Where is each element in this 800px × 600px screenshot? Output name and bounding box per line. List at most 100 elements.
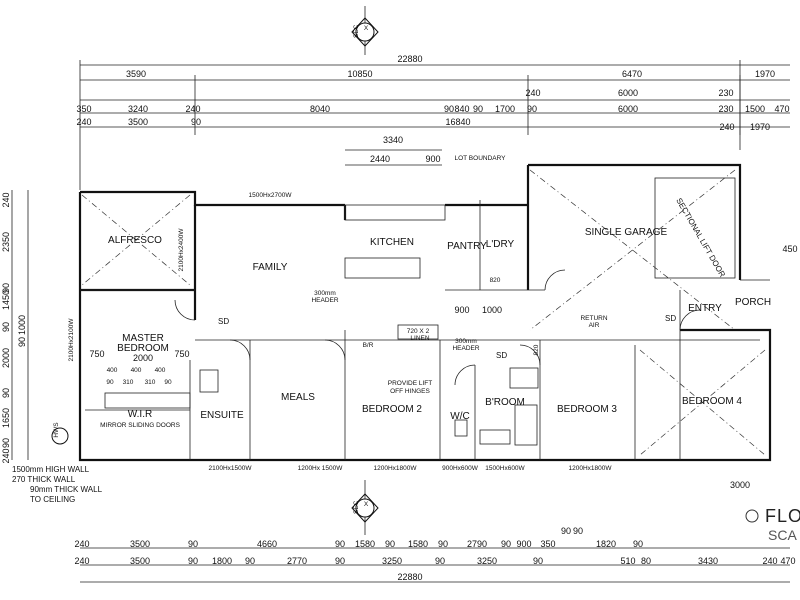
linen-cupboard bbox=[397, 324, 439, 340]
dim-r4-2: 3240 bbox=[128, 104, 148, 114]
dim-b2-15: 240 bbox=[762, 556, 777, 566]
window-bottom-1: 2100Hx1500W bbox=[209, 465, 253, 472]
bath bbox=[514, 404, 538, 446]
dim-b2-3: 90 bbox=[188, 556, 198, 566]
dim-top-1: 3590 bbox=[126, 69, 146, 79]
window-bottom-3: 900Hx600W bbox=[442, 465, 479, 472]
room-entry: ENTRY bbox=[688, 303, 722, 314]
window-side-1: 2100Hx2400W bbox=[178, 228, 185, 272]
dim-b1-2: 3500 bbox=[130, 539, 150, 549]
window-bottom-4: 1500Hx600W bbox=[485, 465, 525, 472]
dim-b2-13: 80 bbox=[641, 556, 651, 566]
room-ensuite: ENSUITE bbox=[200, 410, 244, 421]
title-line1: FLO bbox=[765, 506, 800, 526]
section-code: SEC bbox=[353, 24, 360, 38]
dim-r4-10: 6000 bbox=[618, 104, 638, 114]
dim-b2-5: 90 bbox=[245, 556, 255, 566]
dim-b2-7: 90 bbox=[335, 556, 345, 566]
dim-r4-13: 470 bbox=[774, 104, 789, 114]
section-code-bottom: SEC bbox=[353, 500, 360, 514]
dim-820-a: 820 bbox=[490, 277, 501, 284]
left-dimensions: 240 2350 90 1450 90 1000 90 2000 90 1650… bbox=[1, 190, 29, 464]
dim-r4-6: 840 bbox=[454, 104, 469, 114]
dim-left-3: 90 bbox=[1, 283, 11, 293]
dim-310-1: 90 bbox=[106, 379, 114, 386]
dim-b1-13: 350 bbox=[540, 539, 555, 549]
room-broom: B'ROOM bbox=[485, 397, 525, 408]
shower bbox=[509, 367, 539, 389]
dim-b2-1: 240 bbox=[74, 556, 89, 566]
dim-b1-11: 90 bbox=[501, 539, 511, 549]
dim-b0-1: 90 bbox=[561, 526, 571, 536]
dim-r5-6: 1970 bbox=[750, 122, 770, 132]
dim-left-1: 240 bbox=[1, 192, 11, 207]
dim-1000: 1000 bbox=[482, 305, 502, 315]
window-side-2: 2100Hx2100W bbox=[68, 318, 75, 362]
dim-top-2: 10850 bbox=[347, 69, 372, 79]
dim-900: 900 bbox=[454, 305, 469, 315]
dim-b2-8: 3250 bbox=[382, 556, 402, 566]
window-bottom-5: 1200Hx1800W bbox=[569, 465, 613, 472]
room-family: FAMILY bbox=[253, 262, 288, 273]
bottom-dimensions: 90 90 240 3500 90 4660 90 1580 90 1580 9… bbox=[74, 526, 796, 583]
section-letter: X bbox=[364, 25, 369, 32]
dim-b0-2: 90 bbox=[573, 526, 583, 536]
kitchen-island bbox=[344, 257, 421, 279]
top-dimensions: 22880 3590 10850 6470 1970 240 6000 230 … bbox=[76, 54, 790, 190]
dim-750-a: 750 bbox=[89, 349, 104, 359]
dim-b2-2: 3500 bbox=[130, 556, 150, 566]
dim-b2-16: 470 bbox=[780, 556, 795, 566]
dim-b1-4: 4660 bbox=[257, 539, 277, 549]
sd-label-3: SD bbox=[665, 314, 676, 323]
kitchen-bench bbox=[344, 204, 446, 221]
sd-label-2: SD bbox=[496, 351, 507, 360]
dim-400-3: 400 bbox=[155, 367, 166, 374]
dim-left-11: 90 bbox=[1, 438, 11, 448]
dim-310-4: 90 bbox=[164, 379, 172, 386]
dim-450: 450 bbox=[782, 244, 797, 254]
mirror-label: MIRROR SLIDING DOORS bbox=[100, 422, 180, 429]
dim-kitchen-1: 3340 bbox=[383, 135, 403, 145]
sectional-door-label: SECTIONAL LIFT DOOR bbox=[674, 197, 727, 279]
dim-r4-1: 350 bbox=[76, 104, 91, 114]
dim-r4-8: 1700 bbox=[495, 104, 515, 114]
room-master-line2: BEDROOM bbox=[117, 343, 169, 354]
dim-kitchen-2: 2440 bbox=[370, 154, 390, 164]
dim-b1-5: 90 bbox=[335, 539, 345, 549]
dim-left-8: 2000 bbox=[1, 348, 11, 368]
dim-r3-1: 240 bbox=[525, 88, 540, 98]
dim-r5-1: 240 bbox=[76, 117, 91, 127]
dim-left-12: 240 bbox=[1, 448, 11, 463]
dim-kitchen-3: 900 bbox=[425, 154, 440, 164]
room-bedroom4: BEDROOM 4 bbox=[682, 396, 742, 407]
dim-r4-3: 240 bbox=[185, 104, 200, 114]
room-kitchen: KITCHEN bbox=[370, 237, 414, 248]
dim-310-3: 310 bbox=[145, 379, 156, 386]
section-marker-bottom: X SEC bbox=[351, 480, 379, 535]
dim-310-2: 310 bbox=[123, 379, 134, 386]
lift-off-line2: OFF HINGES bbox=[390, 388, 430, 395]
dim-r4-12: 1500 bbox=[745, 104, 765, 114]
window-bottom-6: 1200Hx 1500W bbox=[298, 465, 344, 472]
hatch-lines bbox=[81, 169, 766, 456]
hws-label: HWS bbox=[53, 422, 60, 438]
room-linen: LINEN bbox=[410, 335, 429, 342]
exterior-walls bbox=[78, 163, 772, 462]
wall-note-3: 90mm THICK WALL bbox=[30, 485, 103, 494]
lot-boundary-label: LOT BOUNDARY bbox=[454, 155, 506, 162]
room-labels: ALFRESCO FAMILY KITCHEN PANTRY L'DRY SIN… bbox=[108, 197, 771, 423]
dim-r4-11: 230 bbox=[718, 104, 733, 114]
dim-b2-9: 90 bbox=[435, 556, 445, 566]
dim-r4-5: 90 bbox=[444, 104, 454, 114]
return-air-line2: AIR bbox=[589, 322, 600, 329]
dim-r5-5: 240 bbox=[719, 122, 734, 132]
dim-b2-10: 3250 bbox=[477, 556, 497, 566]
wall-note-1: 1500mm HIGH WALL bbox=[12, 465, 90, 474]
return-air-line1: RETURN bbox=[580, 315, 607, 322]
section-marker-top: X SEC bbox=[351, 6, 379, 55]
dim-820-b: 820 bbox=[533, 344, 540, 355]
dim-r3-2: 6000 bbox=[618, 88, 638, 98]
dim-left-5: 90 bbox=[1, 322, 11, 332]
dim-b2-12: 510 bbox=[620, 556, 635, 566]
